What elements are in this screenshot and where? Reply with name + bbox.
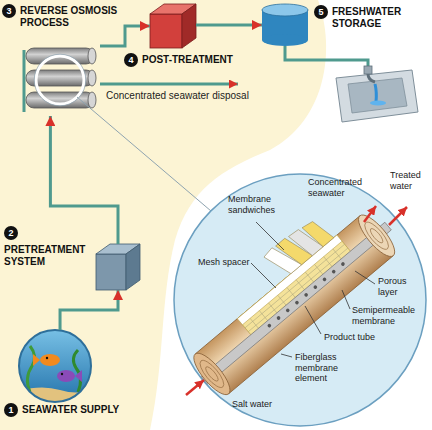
- magnifier-leader: [77, 97, 211, 211]
- tank-bottom: [262, 34, 308, 46]
- pipe-connector: [50, 116, 118, 244]
- water-stream: [375, 84, 376, 102]
- product-tube: [201, 222, 391, 384]
- flow-arrow: [186, 380, 204, 395]
- seaweed: [73, 350, 80, 392]
- stage-heading: POST-TREATMENT: [142, 54, 233, 66]
- faucet: [364, 66, 372, 74]
- leader-line: [251, 263, 276, 288]
- leader-line: [281, 354, 292, 357]
- outlet-cap: [353, 210, 400, 261]
- callout-number: 2: [4, 226, 18, 240]
- stage-heading: PRETREATMENT SYSTEM: [4, 244, 92, 268]
- cube-front: [150, 14, 182, 48]
- callout-number: 3: [2, 4, 16, 18]
- vessel-end: [88, 92, 96, 108]
- membrane-sheet: [302, 216, 334, 249]
- stage-node: 2PRETREATMENT SYSTEM: [96, 244, 140, 290]
- stage-node: 3REVERSE OSMOSIS PROCESS: [20, 42, 100, 116]
- stage-node: 4POST-TREATMENT: [150, 4, 196, 48]
- part-label: Salt water: [232, 399, 272, 410]
- vessel-end: [88, 70, 96, 86]
- sink-bowl: [348, 78, 407, 113]
- fish-tail: [75, 370, 82, 382]
- part-label: Membrane sandwiches: [228, 194, 278, 215]
- fish: [40, 354, 60, 366]
- leader-line: [305, 306, 321, 334]
- cube-side: [182, 4, 196, 48]
- inset-circle: [174, 174, 426, 426]
- pipe-connector: [60, 290, 118, 330]
- part-label: Mesh spacer: [198, 257, 250, 268]
- flow-arrow: [364, 206, 376, 222]
- faucet-spout: [368, 74, 375, 82]
- pipe-connector: [100, 26, 150, 46]
- manifold-pipe: [23, 50, 26, 112]
- callout-number: 5: [314, 5, 328, 19]
- water-splash: [370, 101, 386, 106]
- spiral-wrap: [369, 227, 385, 245]
- part-label: Porous layer: [378, 276, 418, 297]
- supply-pipe: [285, 46, 368, 70]
- part-label: Concentrated seawater: [308, 177, 368, 198]
- part-label: Product tube: [324, 332, 375, 343]
- stage-node: 1SEAWATER SUPPLY: [19, 330, 91, 402]
- part-label: Fiberglass membrane element: [295, 352, 345, 384]
- fish: [57, 370, 75, 382]
- leader-lines: [251, 222, 375, 357]
- callout-number: 4: [124, 53, 138, 67]
- cube-side: [126, 244, 140, 290]
- stage-node: 5FRESHWATER STORAGE: [262, 4, 308, 46]
- sea-water: [15, 326, 95, 406]
- stage-heading: SEAWATER SUPPLY: [22, 404, 119, 416]
- part-label: Semipermeable membrane: [352, 305, 418, 326]
- tube-holes: [267, 261, 346, 328]
- sink-basin: [336, 70, 418, 122]
- stage-heading: FRESHWATER STORAGE: [332, 6, 424, 30]
- seawater-scene: [15, 326, 95, 406]
- spiral-wrap: [361, 219, 392, 253]
- seaweed: [27, 346, 34, 392]
- vessel-end: [88, 48, 96, 64]
- part-label: Treated water: [390, 170, 426, 191]
- spiral-wrap: [196, 357, 227, 391]
- pipe-connector: [196, 24, 262, 27]
- magnifier-ring: [36, 56, 84, 104]
- fiberglass-shell: [195, 216, 393, 394]
- ro-vessels: [26, 48, 96, 108]
- membrane-element: [167, 182, 405, 401]
- leader-line: [342, 290, 350, 309]
- callout-number: 1: [4, 403, 18, 417]
- leader-line: [256, 222, 284, 250]
- fish-tail: [33, 354, 40, 366]
- sea-sand: [15, 387, 95, 406]
- fish-eye: [61, 373, 63, 375]
- spiral-wrap: [204, 365, 220, 383]
- disposal-pipe: [100, 83, 238, 86]
- inlet-cap: [188, 348, 235, 399]
- tank-top: [262, 4, 308, 16]
- seawater-outline: [19, 330, 91, 402]
- flow-label: Concentrated seawater disposal: [106, 90, 249, 102]
- leader-line: [355, 271, 375, 284]
- stage-heading: REVERSE OSMOSIS PROCESS: [20, 5, 124, 29]
- cube-front: [96, 254, 126, 290]
- fish-eye: [46, 357, 48, 359]
- flow-arrow: [389, 207, 407, 225]
